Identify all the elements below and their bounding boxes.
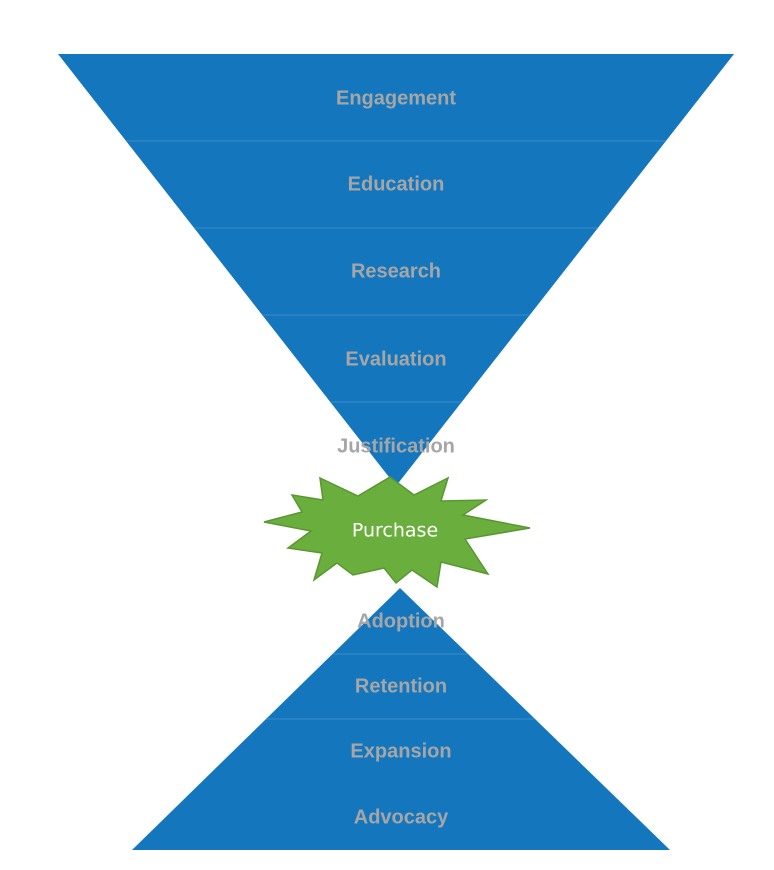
stage-label-advocacy: Advocacy — [354, 806, 449, 828]
purchase-burst — [263, 476, 531, 589]
stage-label-justification: Justification — [337, 435, 455, 457]
stage-label-evaluation: Evaluation — [345, 348, 446, 370]
stage-label-engagement: Engagement — [336, 87, 456, 109]
stage-label-research: Research — [351, 260, 441, 282]
stage-label-education: Education — [348, 173, 445, 195]
stage-label-adoption: Adoption — [357, 610, 445, 632]
top-funnel-shape — [58, 54, 734, 486]
stage-label-expansion: Expansion — [350, 740, 451, 762]
purchase-label: Purchase — [352, 520, 438, 542]
stage-label-retention: Retention — [355, 675, 447, 697]
